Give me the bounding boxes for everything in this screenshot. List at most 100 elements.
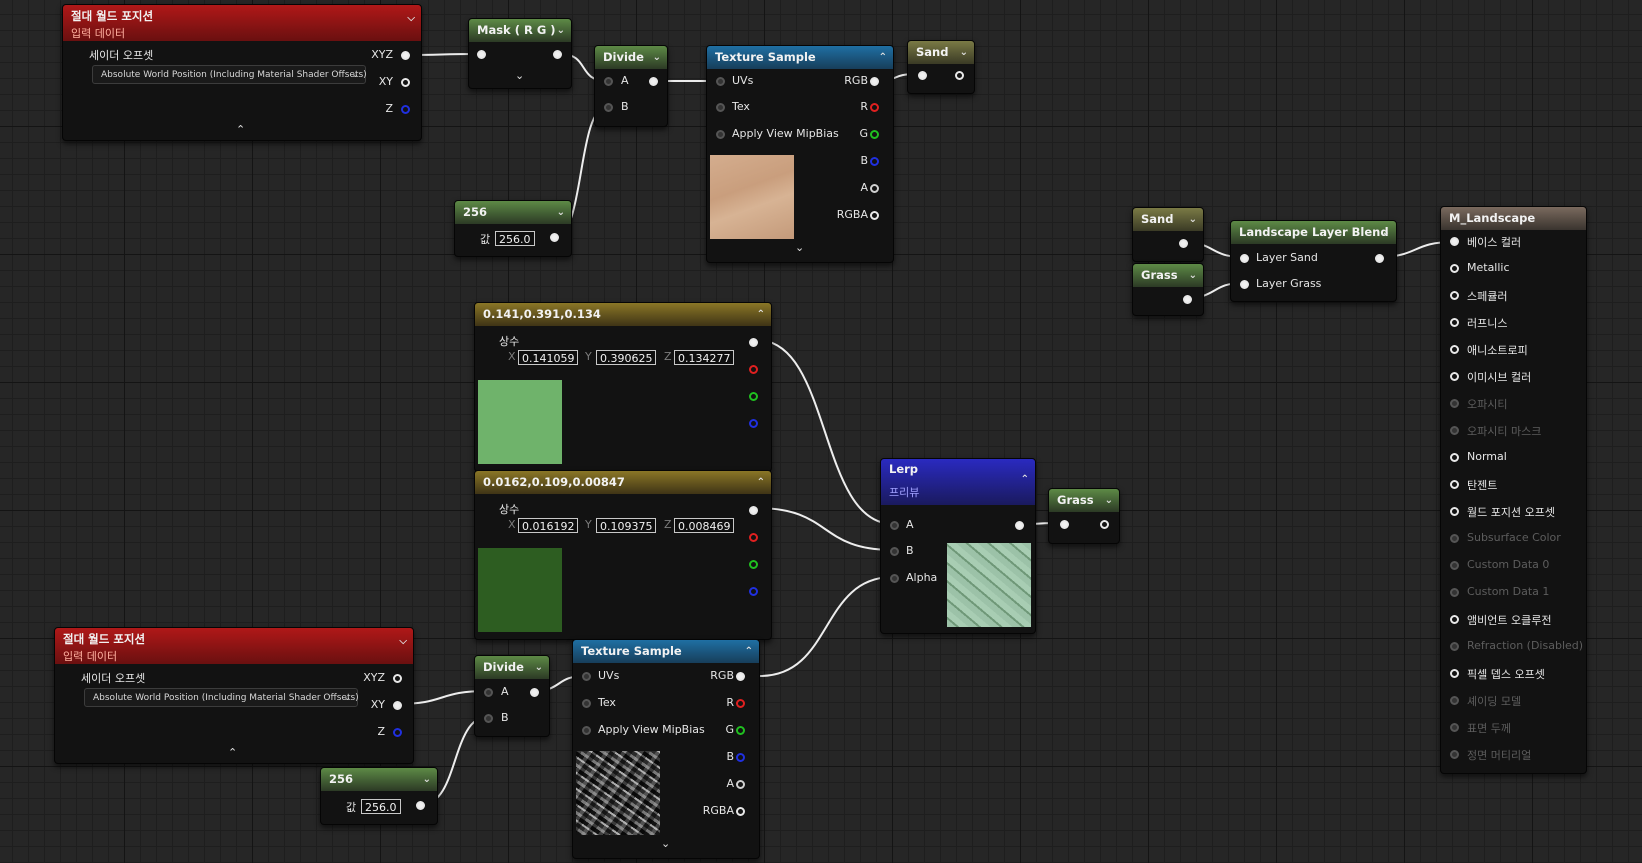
node-header[interactable]: 절대 월드 포지션 입력 데이터 ⌵ bbox=[55, 628, 413, 664]
connection-wire[interactable] bbox=[756, 339, 894, 525]
input-pin-a[interactable] bbox=[890, 521, 899, 530]
material-input-pin[interactable] bbox=[1450, 561, 1459, 570]
material-input-pin[interactable] bbox=[1450, 264, 1459, 273]
output-pin-a[interactable] bbox=[736, 780, 745, 789]
output-pin-r[interactable] bbox=[749, 365, 758, 374]
input-pin-alpha[interactable] bbox=[890, 574, 899, 583]
material-input-pin[interactable] bbox=[1450, 615, 1459, 624]
z-value-input[interactable]: 0.134277 bbox=[674, 350, 734, 365]
node-header[interactable]: Divide ⌄ bbox=[595, 46, 667, 69]
input-pin-b[interactable] bbox=[484, 714, 493, 723]
output-pin-g[interactable] bbox=[749, 560, 758, 569]
output-pin-r[interactable] bbox=[749, 533, 758, 542]
constant-256-node-1[interactable]: 256 ⌄ 값 256.0 bbox=[454, 200, 572, 257]
node-header[interactable]: Grass ⌄ bbox=[1049, 489, 1119, 512]
node-header[interactable]: 256 ⌄ bbox=[321, 768, 437, 791]
chevron-up-icon[interactable]: ⌃ bbox=[228, 746, 238, 759]
x-value-input[interactable]: 0.016192 bbox=[518, 518, 578, 533]
chevron-down-icon[interactable]: ⌄ bbox=[556, 207, 565, 218]
input-pin[interactable] bbox=[1060, 520, 1069, 529]
output-pin-rgb[interactable] bbox=[749, 338, 758, 347]
chevron-down-icon[interactable]: ⌄ bbox=[534, 662, 543, 673]
input-pin-layer-sand[interactable] bbox=[1240, 254, 1249, 263]
constant3-node-2[interactable]: 0.0162,0.109,0.00847 ⌃ 상수 X 0.016192 Y 0… bbox=[474, 470, 772, 640]
sand-named-reroute[interactable]: Sand ⌄ bbox=[907, 40, 975, 94]
material-input-pin[interactable] bbox=[1450, 345, 1459, 354]
node-header[interactable]: 절대 월드 포지션 입력 데이터 ⌵ bbox=[63, 5, 421, 41]
output-pin-xy[interactable] bbox=[393, 701, 402, 710]
chevron-up-icon[interactable]: ⌃ bbox=[756, 477, 765, 488]
output-pin[interactable] bbox=[1179, 239, 1188, 248]
world-position-node-1[interactable]: 절대 월드 포지션 입력 데이터 ⌵ 세이더 오프셋 Absolute Worl… bbox=[62, 4, 422, 141]
input-pin-tex[interactable] bbox=[716, 103, 725, 112]
material-input-pin[interactable] bbox=[1450, 507, 1459, 516]
output-pin-r[interactable] bbox=[736, 699, 745, 708]
material-input-pin[interactable] bbox=[1450, 318, 1459, 327]
input-pin[interactable] bbox=[918, 71, 927, 80]
chevron-down-icon[interactable]: ⌄ bbox=[1104, 495, 1113, 506]
chevron-up-icon[interactable]: ⌃ bbox=[236, 123, 246, 136]
output-pin-xyz[interactable] bbox=[393, 674, 402, 683]
output-pin-g[interactable] bbox=[736, 726, 745, 735]
world-position-node-2[interactable]: 절대 월드 포지션 입력 데이터 ⌵ 세이더 오프셋 Absolute Worl… bbox=[54, 627, 414, 764]
material-input-pin[interactable] bbox=[1450, 291, 1459, 300]
shader-offset-dropdown[interactable]: Absolute World Position (Including Mater… bbox=[84, 688, 359, 707]
chevron-down-icon[interactable]: ⌄ bbox=[515, 69, 525, 82]
landscape-layer-blend-node[interactable]: Landscape Layer Blend ⌄ Layer Sand Layer… bbox=[1230, 220, 1397, 302]
output-pin-xy[interactable] bbox=[401, 78, 410, 87]
output-pin-a[interactable] bbox=[870, 184, 879, 193]
material-input-pin[interactable] bbox=[1450, 237, 1459, 246]
chevron-down-icon[interactable]: ⌄ bbox=[795, 241, 805, 254]
node-header[interactable]: Sand ⌄ bbox=[908, 41, 974, 64]
output-pin-z[interactable] bbox=[401, 105, 410, 114]
input-pin-mipbias[interactable] bbox=[716, 130, 725, 139]
output-pin-rgba[interactable] bbox=[870, 211, 879, 220]
node-header[interactable]: Texture Sample ⌃ bbox=[707, 46, 893, 69]
chevron-down-icon[interactable]: ⌵ bbox=[407, 13, 415, 24]
sand-reroute-getter[interactable]: Sand ⌄ bbox=[1132, 207, 1204, 262]
output-pin-b[interactable] bbox=[736, 753, 745, 762]
output-pin-z[interactable] bbox=[393, 728, 402, 737]
output-pin[interactable] bbox=[1015, 521, 1024, 530]
material-input-pin[interactable] bbox=[1450, 372, 1459, 381]
material-input-pin[interactable] bbox=[1450, 399, 1459, 408]
chevron-down-icon[interactable]: ⌄ bbox=[422, 774, 431, 785]
chevron-down-icon[interactable]: ⌄ bbox=[661, 837, 671, 850]
output-pin[interactable] bbox=[649, 77, 658, 86]
chevron-down-icon[interactable]: ⌄ bbox=[1188, 214, 1197, 225]
connection-wire[interactable] bbox=[756, 507, 894, 551]
divide-node-2[interactable]: Divide ⌄ A B bbox=[474, 655, 550, 737]
texture-sample-node-2[interactable]: Texture Sample ⌃ UVs Tex Apply View MipB… bbox=[572, 639, 760, 859]
output-pin-xyz[interactable] bbox=[401, 51, 410, 60]
chevron-down-icon[interactable]: ⌄ bbox=[1188, 270, 1197, 281]
value-input[interactable]: 256.0 bbox=[495, 231, 535, 246]
node-header[interactable]: Sand ⌄ bbox=[1133, 208, 1203, 231]
connection-wire[interactable] bbox=[759, 576, 894, 677]
output-pin-rgba[interactable] bbox=[736, 807, 745, 816]
chevron-up-icon[interactable]: ⌃ bbox=[878, 52, 887, 63]
mask-rg-node[interactable]: Mask ( R G ) ⌄ ⌄ bbox=[468, 18, 572, 89]
y-value-input[interactable]: 0.109375 bbox=[596, 518, 656, 533]
node-header[interactable]: Divide ⌄ bbox=[475, 656, 549, 679]
chevron-down-icon[interactable]: ⌄ bbox=[652, 52, 661, 63]
divide-node-1[interactable]: Divide ⌄ A B bbox=[594, 45, 668, 127]
chevron-down-icon[interactable]: ⌄ bbox=[1381, 227, 1390, 238]
chevron-up-icon[interactable]: ⌃ bbox=[1020, 474, 1029, 485]
input-pin-b[interactable] bbox=[604, 103, 613, 112]
output-pin-rgb[interactable] bbox=[749, 506, 758, 515]
output-pin-b[interactable] bbox=[749, 587, 758, 596]
material-input-pin[interactable] bbox=[1450, 723, 1459, 732]
material-input-pin[interactable] bbox=[1450, 480, 1459, 489]
output-pin-g[interactable] bbox=[870, 130, 879, 139]
material-input-pin[interactable] bbox=[1450, 669, 1459, 678]
grass-reroute-getter[interactable]: Grass ⌄ bbox=[1132, 263, 1204, 316]
output-pin-rgb[interactable] bbox=[870, 77, 879, 86]
node-header[interactable]: Mask ( R G ) ⌄ bbox=[469, 19, 571, 42]
output-pin[interactable] bbox=[1183, 295, 1192, 304]
chevron-up-icon[interactable]: ⌃ bbox=[744, 646, 753, 657]
node-header[interactable]: Lerp 프리뷰 ⌃ bbox=[881, 459, 1035, 505]
material-input-pin[interactable] bbox=[1450, 588, 1459, 597]
output-pin-b[interactable] bbox=[749, 419, 758, 428]
material-input-pin[interactable] bbox=[1450, 534, 1459, 543]
